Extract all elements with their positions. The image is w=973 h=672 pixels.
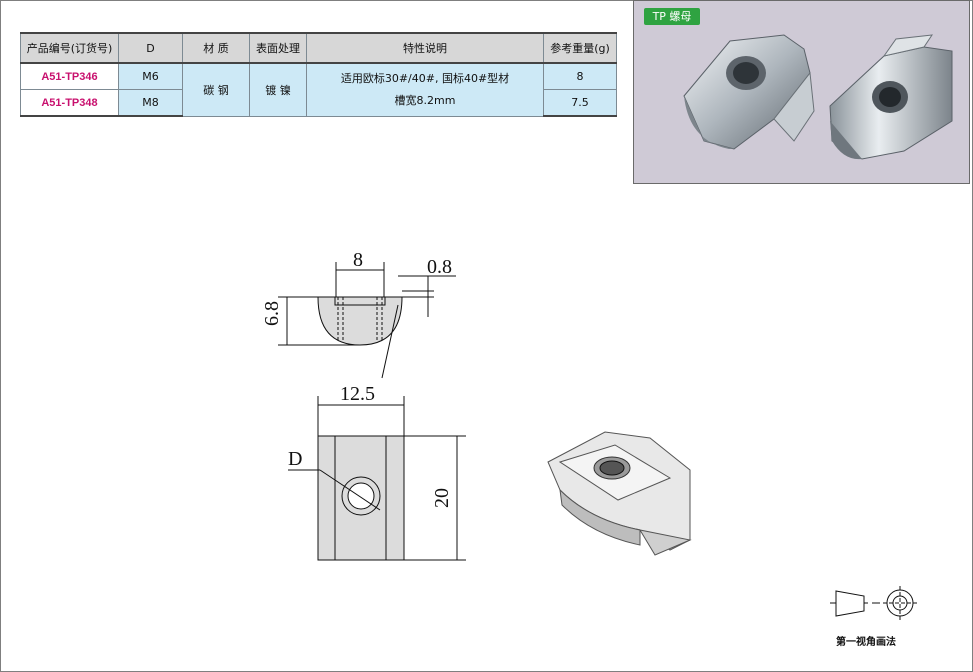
header-code: 产品编号(订货号) [20,32,119,64]
material-cell: 碳 钢 [182,62,250,117]
weight-cell: 7.5 [543,89,617,117]
front-view [288,396,466,561]
isometric-view [547,431,692,556]
features-line-1: 适用欧标30#/40#, 国标40#型材 [340,71,510,85]
dim-height: 6.8 [261,301,283,326]
thread-size: M6 [118,62,183,90]
table-row: A51-TP346 M6 碳 钢 镀 镍 适用欧标30#/40#, 国标40#型… [20,62,617,117]
product-code: A51-TP346 [20,62,119,90]
projection-method-label: 第一视角画法 [836,637,896,648]
header-weight: 参考重量(g) [543,32,617,64]
dim-width-top: 8 [353,249,363,271]
header-features: 特性说明 [306,32,544,64]
dim-width: 12.5 [340,383,375,405]
projection-symbol [830,586,917,620]
spec-table: 产品编号(订货号) D 材 质 表面处理 特性说明 参考重量(g) A51-TP… [20,32,617,117]
dim-thread-d: D [288,448,303,470]
features-cell: 适用欧标30#/40#, 国标40#型材 槽宽8.2mm [306,62,544,117]
product-photo [683,34,953,160]
header-material: 材 质 [182,32,250,64]
product-code: A51-TP348 [20,89,119,117]
dim-length: 20 [431,488,453,508]
features-line-2: 槽宽8.2mm [394,93,456,107]
dim-thickness: 0.8 [427,256,452,278]
table-row: A51-TP348 M8 7.5 [20,89,617,117]
product-photo-panel: TP 螺母 [633,0,970,184]
surface-cell: 镀 镍 [249,62,307,117]
tp-nut-badge: TP 螺母 [644,8,700,25]
end-view [278,262,456,379]
thread-size: M8 [118,89,183,117]
table-header-row: 产品编号(订货号) D 材 质 表面处理 特性说明 参考重量(g) [20,32,617,64]
